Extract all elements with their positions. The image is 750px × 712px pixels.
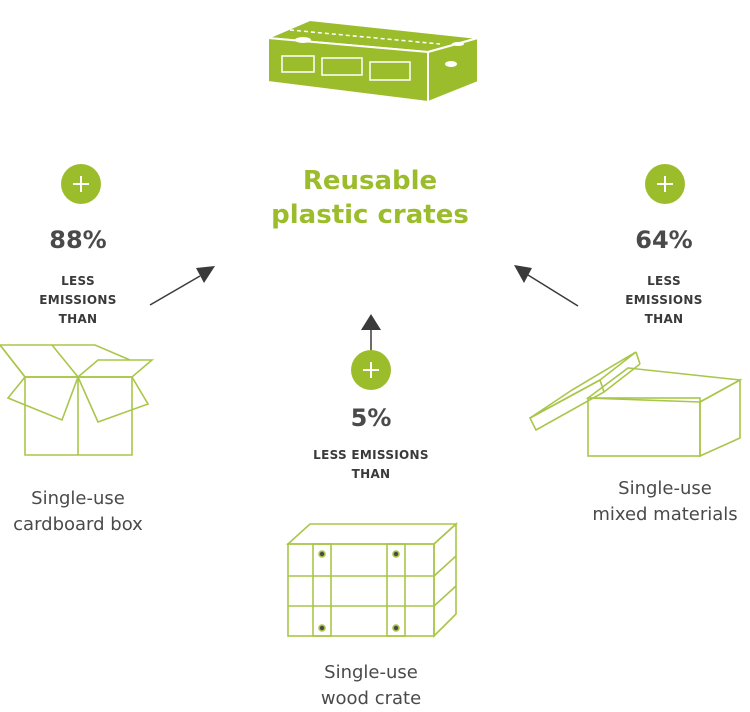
note-mixed: LESS EMISSIONS THAN bbox=[614, 272, 714, 329]
center-title-line1: Reusable bbox=[302, 166, 438, 196]
note-line: LESS bbox=[647, 274, 681, 288]
percent-cardboard: 88% bbox=[49, 226, 107, 254]
label-line: Single-use bbox=[31, 488, 125, 509]
label-line: Single-use bbox=[618, 478, 712, 499]
note-cardboard: LESS EMISSIONS THAN bbox=[28, 272, 128, 329]
arrow-icon bbox=[514, 265, 579, 307]
label-line: cardboard box bbox=[13, 514, 143, 535]
note-line: THAN bbox=[58, 312, 98, 326]
plus-icon bbox=[61, 164, 101, 204]
label-line: Single-use bbox=[324, 662, 418, 683]
note-line: EMISSIONS bbox=[39, 293, 117, 307]
note-line: LESS bbox=[61, 274, 95, 288]
note-line: EMISSIONS bbox=[625, 293, 703, 307]
note-line: LESS EMISSIONS bbox=[313, 448, 429, 462]
note-line: THAN bbox=[644, 312, 684, 326]
label-mixed: Single-use mixed materials bbox=[580, 476, 750, 528]
center-title: Reusable plastic crates bbox=[245, 164, 495, 232]
percent-wood: 5% bbox=[350, 404, 392, 432]
percent-mixed: 64% bbox=[635, 226, 693, 254]
arrow-icon bbox=[361, 314, 381, 352]
cardboard-box-icon bbox=[0, 344, 155, 456]
center-title-line2: plastic crates bbox=[271, 200, 469, 230]
plus-icon bbox=[351, 350, 391, 390]
label-line: mixed materials bbox=[592, 504, 738, 525]
label-wood: Single-use wood crate bbox=[296, 660, 446, 712]
note-line: THAN bbox=[351, 467, 391, 481]
label-line: wood crate bbox=[320, 688, 422, 709]
plastic-crate-icon bbox=[267, 18, 479, 104]
mixed-materials-box-icon bbox=[528, 351, 743, 458]
plus-icon bbox=[645, 164, 685, 204]
note-wood: LESS EMISSIONS THAN bbox=[296, 446, 446, 484]
wood-crate-icon bbox=[285, 522, 459, 638]
label-cardboard: Single-use cardboard box bbox=[0, 486, 156, 538]
arrow-icon bbox=[149, 266, 215, 306]
